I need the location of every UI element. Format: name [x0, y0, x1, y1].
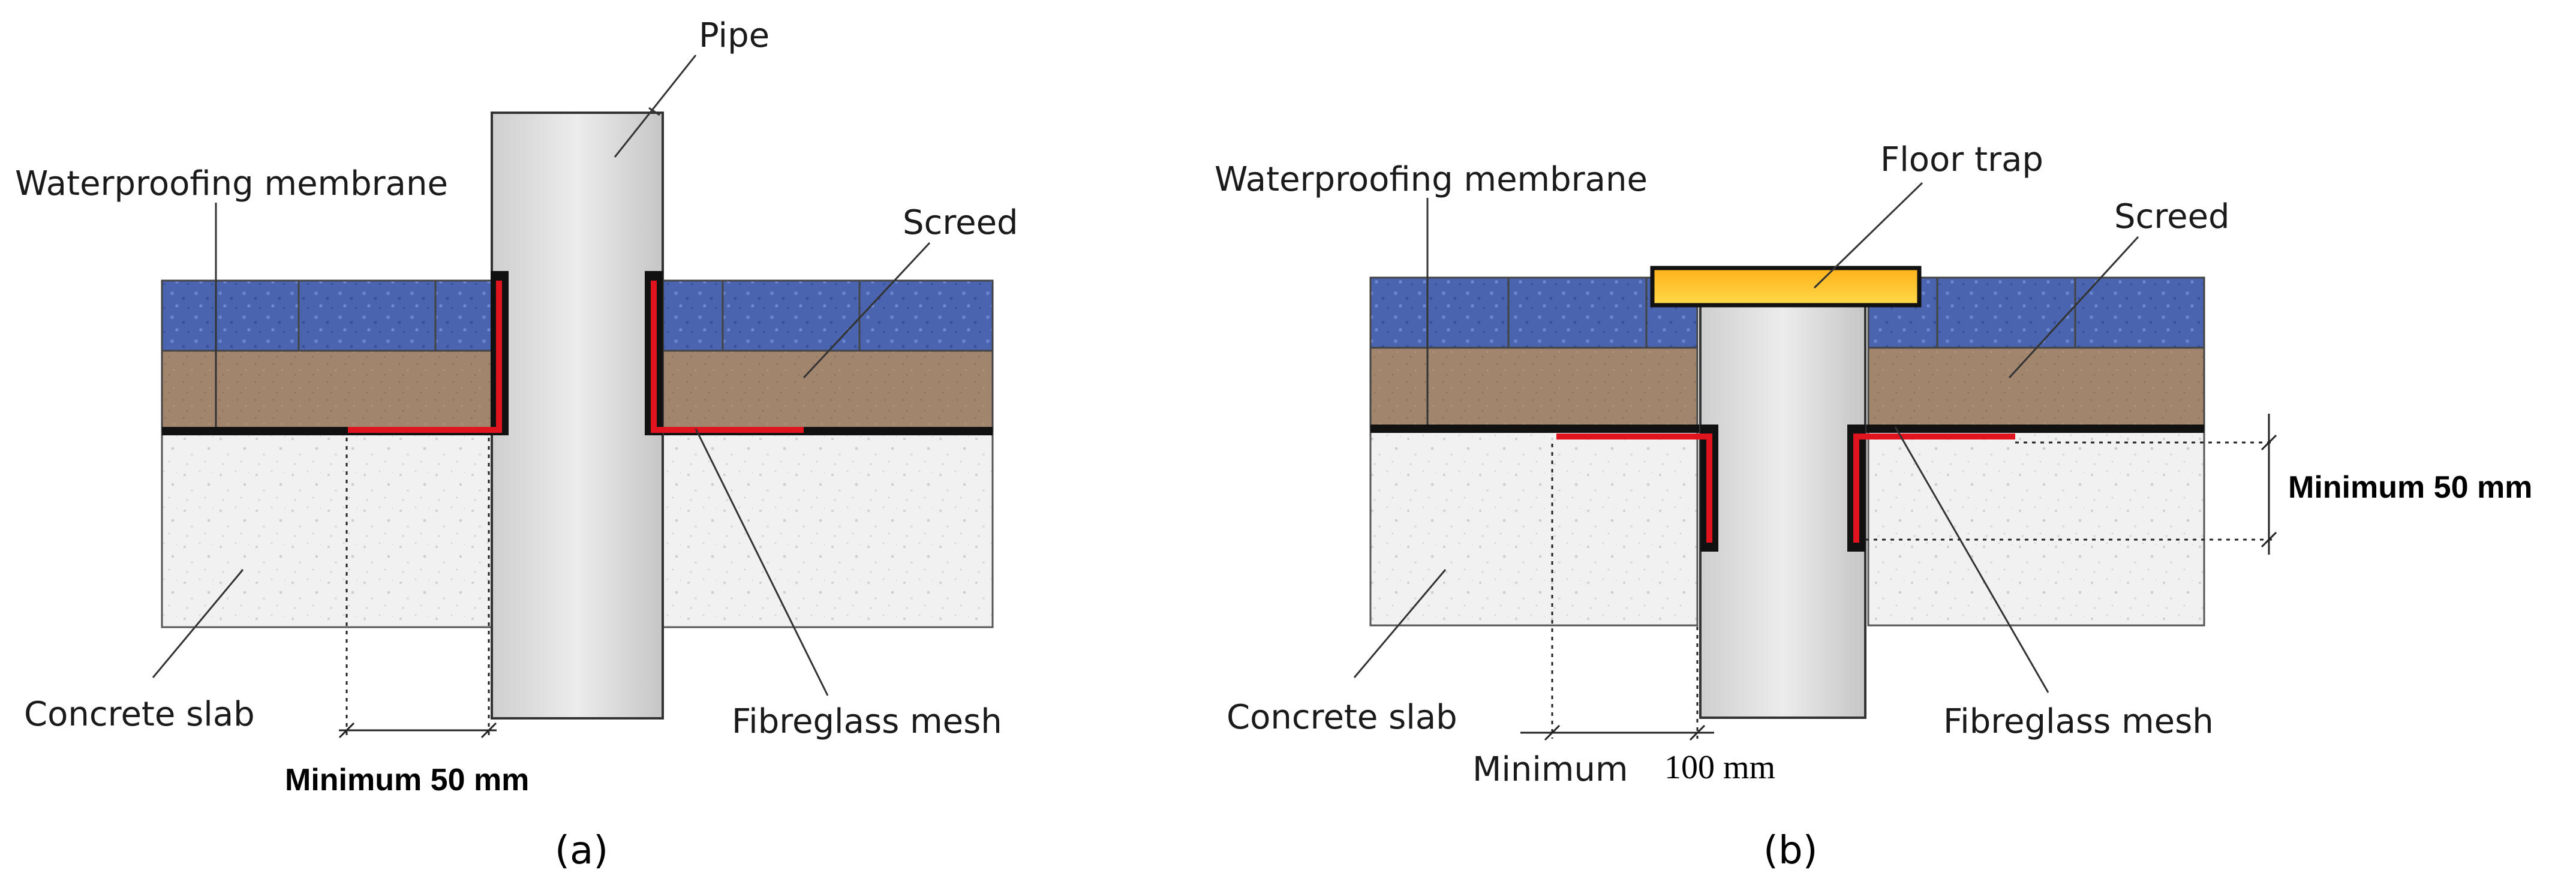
waterproofing-membrane-left [1370, 425, 1718, 433]
concrete-slab-right [662, 429, 994, 628]
vertical-dimension-label: Minimum 50 mm [2288, 470, 2532, 505]
floor-tiles-left [161, 279, 493, 352]
diagram-a: Pipe Waterproofing membrane Screed Concr… [15, 16, 1018, 873]
dimension-label: Minimum 50 mm [285, 763, 529, 797]
diagram-b: Floor trap Waterproofing membrane Screed… [1215, 140, 2532, 873]
fibreglass-mesh-right [1853, 434, 2015, 543]
horizontal-dimension-value: 100 mm [1664, 749, 1775, 786]
floor-trap [1650, 266, 1922, 308]
slab-label: Concrete slab [1227, 698, 1457, 737]
membrane-label: Waterproofing membrane [1215, 160, 1648, 199]
screed-label: Screed [2114, 197, 2230, 236]
fibreglass-mesh-right [651, 281, 804, 433]
horizontal-dimension-prefix: Minimum [1472, 750, 1628, 789]
screed-right [662, 350, 994, 432]
fibreglass-mesh-left [348, 281, 502, 433]
screed-left [1369, 347, 1699, 430]
screed-label: Screed [903, 203, 1018, 242]
concrete-slab-right [1867, 428, 2205, 627]
concrete-slab-left [1369, 428, 1699, 627]
floor-tiles-left [1369, 276, 1699, 349]
screed-left [161, 350, 493, 432]
waterproofing-membrane-right [1847, 425, 2204, 433]
mesh-label: Fibreglass mesh [1943, 702, 2214, 741]
slab-label: Concrete slab [24, 695, 255, 734]
caption-b: (b) [1763, 829, 1818, 873]
floor-trap-label: Floor trap [1880, 140, 2043, 179]
drain-pipe [1699, 302, 1866, 719]
screed-right [1867, 347, 2205, 430]
mesh-label: Fibreglass mesh [732, 702, 1002, 741]
concrete-slab-left [161, 429, 493, 628]
membrane-label: Waterproofing membrane [15, 164, 448, 203]
pipe [491, 112, 664, 720]
floor-tiles-right [662, 279, 994, 352]
fibreglass-mesh-left [1556, 434, 1712, 543]
pipe-label: Pipe [699, 16, 770, 55]
caption-a: (a) [555, 829, 608, 873]
